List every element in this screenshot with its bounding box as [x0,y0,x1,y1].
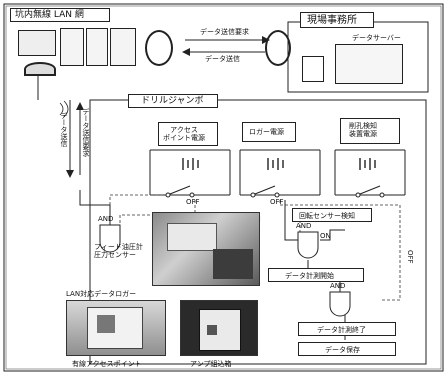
drilling-power-box: 削孔検知 装置電源 [340,118,400,144]
network-rack [18,30,56,56]
and-gate-label-3: AND [330,282,345,290]
access-point-photo [66,300,166,356]
logger-caption: LAN対応データロガー [66,290,136,298]
drill-boom-photo [152,212,260,286]
switch-on-label-3: ON [320,232,331,240]
rotation-sensor-box: 回転センサー検知 [292,208,372,222]
and-gate-label-1: AND [98,215,113,223]
and-gate-label-2: AND [296,222,311,230]
data-send-label: データ送信 [205,55,240,63]
tunnel-lan-label: 坑内無線 LAN 網 [10,8,110,22]
parabolic-antenna-right-icon [265,30,291,66]
ceiling-antenna-icon [24,62,56,76]
logger-power-text: ロガー電源 [249,128,284,136]
data-save-text: データ保存 [325,346,360,354]
feed-sensor-label: フィード油圧計 圧力センサー [94,243,143,259]
data-request-label: データ送信要求 [200,28,249,36]
measurement-end-text: データ計測終了 [317,326,366,334]
wireless-device-3 [110,28,136,66]
measurement-end-box: データ計測終了 [298,322,396,336]
access-point-power-text: アクセス ポイント電源 [163,126,205,142]
site-office-label: 現場事務所 [300,12,374,28]
access-point-caption: 有線アクセスポイント [72,360,142,368]
server-rack-icon [302,56,324,82]
drilling-power-text: 削孔検知 装置電源 [349,122,377,138]
logger-power-box: ロガー電源 [242,122,296,142]
drill-jumbo-text: ドリルジャンボ [141,97,204,106]
wireless-device-1 [60,28,84,66]
amp-box-photo [180,300,258,356]
measurement-start-text: データ計測開始 [285,272,334,280]
server-computer-icon [335,44,403,84]
data-server-label: データサーバー [352,34,401,42]
drill-request-label: データ送信要求 [82,108,90,157]
drill-jumbo-label: ドリルジャンボ [128,94,218,108]
side-off-label: OFF [406,250,414,264]
site-office-text: 現場事務所 [307,16,357,25]
drill-send-label: データ送信 [60,112,68,147]
access-point-power-box: アクセス ポイント電源 [158,122,218,146]
rotation-sensor-text: 回転センサー検知 [299,212,355,220]
tunnel-lan-text: 坑内無線 LAN 網 [15,11,84,20]
parabolic-antenna-left-icon [145,30,173,66]
amp-box-caption: アンプ組込箱 [190,360,232,368]
switch-off-label-2: OFF [270,198,284,206]
data-save-box: データ保存 [298,342,396,356]
measurement-start-box: データ計測開始 [268,268,364,282]
wireless-device-2 [86,28,108,66]
switch-off-label-1: OFF [186,198,200,206]
